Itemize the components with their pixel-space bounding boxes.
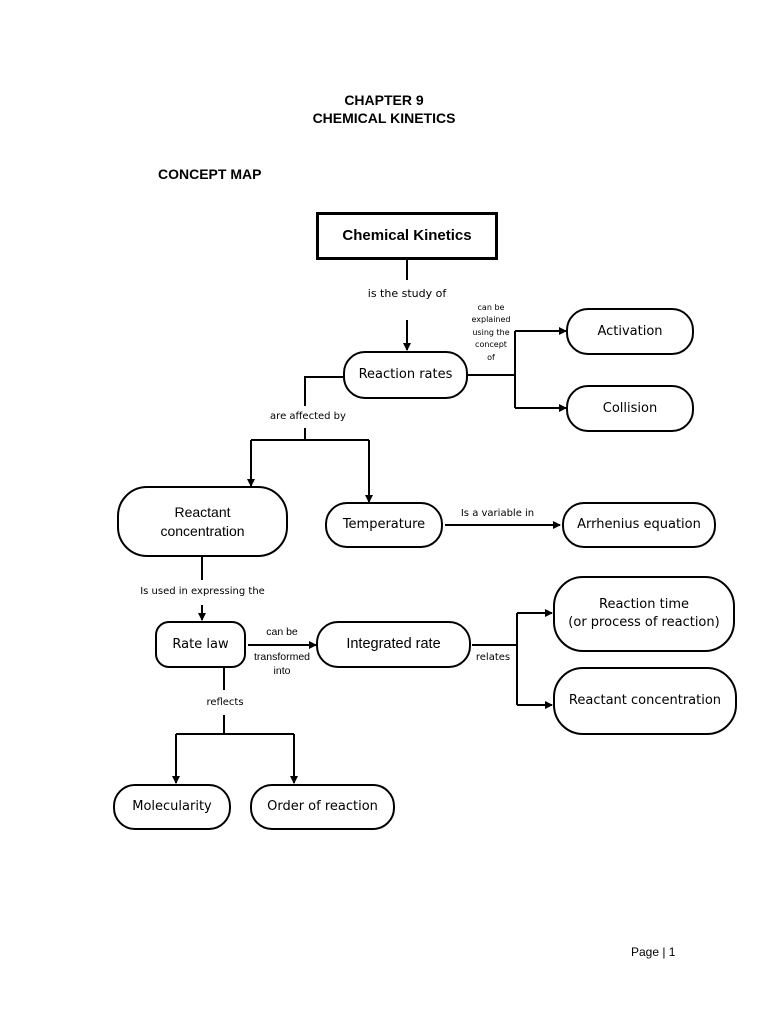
edge-rates-left	[304, 376, 343, 406]
link-are-affected-by: are affected by	[270, 411, 346, 422]
node-collision: Collision	[566, 385, 694, 432]
link-can-be: can be	[266, 626, 298, 638]
node-arrhenius-equation-label: Arrhenius equation	[577, 517, 701, 533]
link-can-be-explained-line: of	[487, 352, 495, 362]
link-can-be-explained-line: can be	[477, 303, 505, 312]
node-reaction-time-line1: Reaction time	[599, 597, 689, 613]
link-is-variable-in: Is a variable in	[460, 508, 535, 519]
node-rate-law: Rate law	[155, 621, 246, 668]
link-can-be-explained-line: concept	[475, 340, 507, 350]
node-integrated-rate-label: Integrated rate	[346, 635, 441, 652]
node-reactant-concentration-2: Reactant concentration	[553, 667, 737, 735]
link-can-be-explained: can be explained using the concept of	[458, 302, 524, 364]
node-collision-label: Collision	[602, 400, 658, 416]
node-integrated-rate: Integrated rate	[316, 621, 471, 668]
node-rate-law-label: Rate law	[172, 636, 229, 652]
link-transformed-into-line: transformed	[253, 651, 311, 663]
node-temperature-label: Temperature	[342, 517, 426, 533]
node-reaction-time: Reaction time (or process of reaction)	[553, 576, 735, 652]
node-reaction-rates-label: Reaction rates	[358, 367, 453, 383]
node-reaction-rates: Reaction rates	[343, 351, 468, 399]
link-reflects: reflects	[206, 697, 244, 708]
node-reaction-time-line2: (or process of reaction)	[568, 615, 720, 630]
link-transformed-into-line: into	[273, 664, 291, 677]
node-reactant-concentration-label: Reactant concentration	[160, 503, 245, 539]
node-order-of-reaction-label: Order of reaction	[267, 799, 378, 815]
chapter-title: CHEMICAL KINETICS	[312, 110, 456, 126]
node-reactant-concentration: Reactant concentration	[117, 486, 288, 557]
link-relates: relates	[475, 652, 511, 663]
node-reactant-concentration-2-label: Reactant concentration	[568, 693, 722, 709]
chapter-number: CHAPTER 9	[344, 92, 424, 108]
node-order-of-reaction: Order of reaction	[250, 784, 395, 830]
node-activation: Activation	[566, 308, 694, 355]
link-transformed-into: transformed into	[246, 651, 318, 678]
node-molecularity: Molecularity	[113, 784, 231, 830]
node-arrhenius-equation: Arrhenius equation	[562, 502, 716, 548]
link-can-be-explained-line: using the	[472, 327, 510, 337]
page-number: Page | 1	[631, 945, 676, 959]
node-molecularity-label: Molecularity	[132, 799, 212, 815]
link-is-used-in: Is used in expressing the	[140, 586, 265, 597]
concept-map-heading: CONCEPT MAP	[158, 166, 262, 182]
node-chemical-kinetics: Chemical Kinetics	[316, 212, 498, 260]
node-temperature: Temperature	[325, 502, 443, 548]
node-activation-label: Activation	[597, 323, 663, 339]
link-can-be-explained-line: explained	[471, 315, 511, 325]
link-is-study-of: is the study of	[367, 287, 447, 300]
node-chemical-kinetics-label: Chemical Kinetics	[342, 226, 472, 244]
